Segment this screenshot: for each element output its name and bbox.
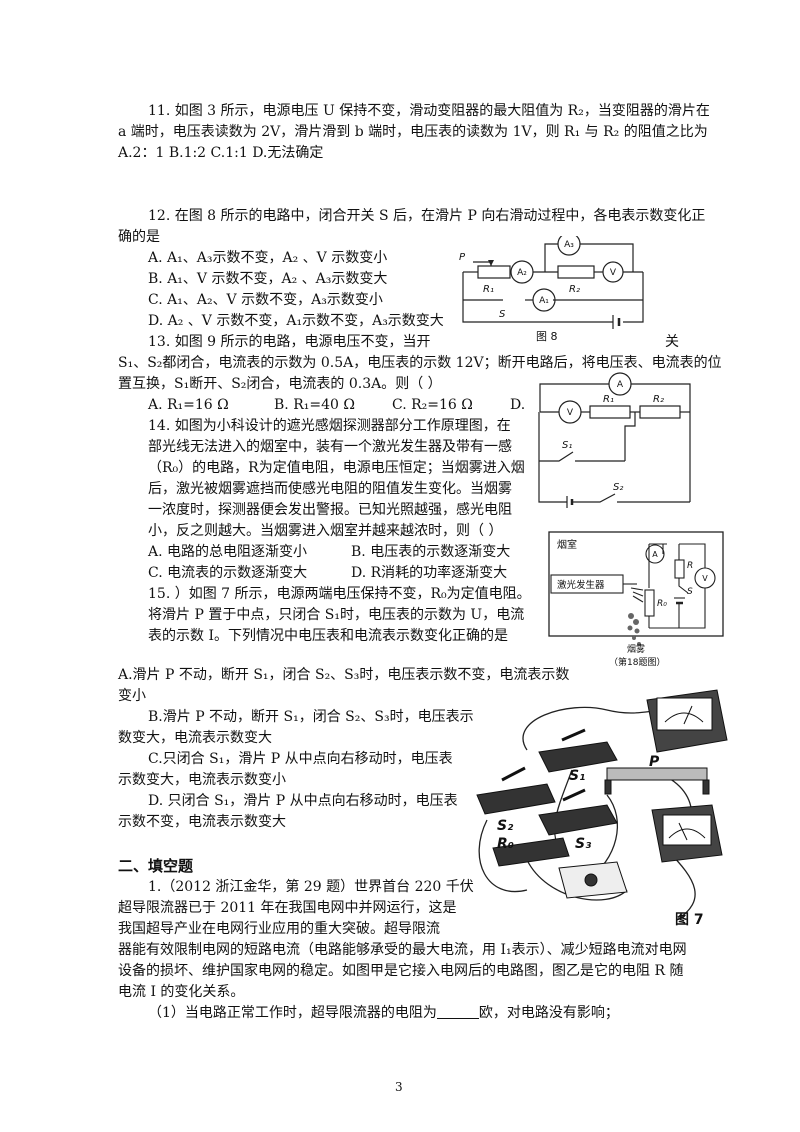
fig9-label-s2: S₂ (613, 482, 623, 493)
fill1-sub1: （1）当电路正常工作时，超导限流器的电阻为 欧，对电路没有影响； (148, 1003, 619, 1023)
q15-line1: 15. ）如图 7 所示，电源两端电压保持不变，R₀为定值电阻。 (148, 586, 531, 602)
fig7-label-p: P (649, 754, 660, 770)
figure-9-circuit: A V R₁ R₂ S₁ S₂ (525, 366, 695, 520)
q11-options: A.2：1 B.1:2 C.1:1 D.无法确定 (118, 145, 324, 161)
fig7-label-r0: R₀ (497, 836, 514, 852)
q13-line2: S₁、S₂都闭合，电流表的示数为 0.5A，电压表的示数 12V；断开电路后，将… (118, 355, 722, 371)
q14-option-b: B. 电压表的示数逐渐变大 (351, 544, 511, 560)
q12-option-c: C. A₁、A₂、V 示数不变，A₃示数变小 (148, 292, 383, 308)
q13-option-d: D. (510, 397, 526, 413)
q14-option-c: C. 电流表的示数逐渐变大 (148, 565, 308, 581)
q15-line3: 表的示数 I。下列情况中电压表和电流表示数变化正确的是 (148, 628, 508, 644)
fig8-label-p: P (459, 252, 466, 263)
q12-option-a: A. A₁、A₃示数不变，A₂ 、V 示数变小 (148, 250, 388, 266)
fill1-sub1-prefix: （1）当电路正常工作时，超导限流器的电阻为 (148, 1005, 437, 1021)
fig9-label-s1: S₁ (562, 440, 572, 451)
figure-18-smoke-detector: 烟室 激光发生器 烟雾 （第18题图） R S R₀ A V (547, 530, 727, 670)
q15-option-d-line1: D. 只闭合 S₁，滑片 P 从中点向右移动时，电压表 (148, 793, 458, 809)
fig9-meter-v: V (567, 408, 574, 418)
fig8-caption: 图 8 (536, 330, 558, 343)
q13-line1-end: 关 (665, 334, 679, 350)
q11-line2: a 端时，电压表读数为 2V，滑片滑到 b 端时，电压表的读数为 1V，则 R₁… (118, 124, 708, 140)
q12-line2: 确的是 (118, 229, 160, 245)
figure-8-circuit: P R₁ R₂ S A₂ V A₃ A₁ 图 8 (453, 236, 653, 344)
fill1-sub1-suffix: 欧，对电路没有影响； (478, 1005, 619, 1021)
q13-option-b: B. R₁=40 Ω (274, 397, 355, 413)
q13-option-c: C. R₂=16 Ω (392, 397, 473, 413)
fig9-meter-a: A (617, 380, 624, 390)
fig18-label-r: R (687, 561, 693, 571)
q15-option-b-line1: B.滑片 P 不动，断开 S₁，闭合 S₂、S₃时，电压表示 (148, 709, 474, 725)
page-number: 3 (395, 1080, 403, 1094)
q11-line1: 11. 如图 3 所示，电源电压 U 保持不变，滑动变阻器的最大阻值为 R₂，当… (148, 103, 710, 119)
q12-option-b: B. A₁、V 示数不变，A₂ 、A₃示数变大 (148, 271, 388, 287)
fig8-label-r1: R₁ (483, 284, 494, 295)
answer-blank[interactable] (436, 1004, 479, 1019)
q14-line1: 14. 如图为小科设计的遮光感烟探测器部分工作原理图，在 (148, 418, 511, 434)
q15-line2: 将滑片 P 置于中点，只闭合 S₁时，电压表的示数为 U，电流 (148, 607, 525, 623)
q14-line4: 后，激光被烟雾遮挡而使感光电阻的阻值发生变化。当烟雾 (148, 481, 512, 497)
section-title-fill-in: 二、填空题 (118, 857, 194, 875)
q15-option-d-line2: 示数不变，电流表示数变大 (118, 814, 286, 830)
q15-option-c-line1: C.只闭合 S₁，滑片 P 从中点向右移动时，电压表 (148, 751, 453, 767)
fig9-label-r2: R₂ (653, 394, 664, 405)
fig18-meter-a: A (652, 550, 658, 559)
fig7-caption: 图 7 (675, 912, 704, 928)
fig18-label-room: 烟室 (557, 538, 577, 551)
q15-option-a-line1: A.滑片 P 不动，断开 S₁，闭合 S₂、S₃时，电压表示数不变，电流表示数 (118, 667, 570, 683)
fill1-line1: 1.（2012 浙江金华，第 29 题）世界首台 220 千伏 (148, 879, 474, 895)
fig18-label-laser: 激光发生器 (557, 579, 605, 591)
fig8-meter-a2: A₂ (517, 268, 527, 278)
q13-line1: 13. 如图 9 所示的电路，电源电压不变，当开 (148, 334, 431, 350)
q13-option-a: A. R₁=16 Ω (148, 397, 229, 413)
fig18-label-smoke: 烟雾 (627, 643, 645, 655)
q15-option-c-line2: 示数变大，电流表示数变小 (118, 772, 286, 788)
fig18-label-r0: R₀ (657, 599, 667, 609)
q14-line2: 部光线无法进入的烟室中，装有一个激光发生器及带有一感 (148, 439, 512, 455)
q14-line5: 一浓度时，探测器便会发出警报。已知光照越强，感光电阻 (148, 502, 512, 518)
fig9-label-r1: R₁ (603, 394, 614, 405)
q14-line6: 小，反之则越大。当烟雾进入烟室并越来越浓时，则（ ） (148, 523, 503, 539)
fig8-meter-a3: A₃ (564, 240, 574, 250)
q14-option-a: A. 电路的总电阻逐渐变小 (148, 544, 308, 560)
fill1-line3: 我国超导产业在电网行业应用的重大突破。超导限流 (118, 921, 440, 937)
fig8-meter-a1: A₁ (539, 296, 549, 306)
fill1-line4: 器能有效限制电网的短路电流（电路能够承受的最大电流，用 I₁表示）、减少短路电流… (118, 942, 687, 958)
fig8-label-r2: R₂ (569, 284, 580, 295)
fig8-meter-v: V (610, 268, 617, 278)
fig7-label-s1: S₁ (569, 768, 585, 784)
fig7-label-s3: S₃ (575, 836, 591, 852)
fig18-caption: （第18题图） (609, 656, 665, 668)
fig8-label-s: S (499, 309, 506, 320)
figure-7-apparatus: S₁ S₂ S₃ R₀ P 图 7 (467, 680, 737, 940)
q12-line1: 12. 在图 8 所示的电路中，闭合开关 S 后，在滑片 P 向右滑动过程中，各… (148, 208, 706, 224)
fill1-line2: 超导限流器已于 2011 年在我国电网中并网运行，这是 (118, 900, 457, 916)
q14-option-d: D. R消耗的功率逐渐变大 (351, 565, 508, 581)
fig18-label-s: S (687, 587, 693, 597)
fig18-meter-v: V (702, 574, 708, 583)
fill1-line5: 设备的损坏、维护国家电网的稳定。如图甲是它接入电网后的电路图，图乙是它的电阻 R… (118, 963, 684, 979)
q13-line3: 置互换，S₁断开、S₂闭合，电流表的 0.3A。则（ ） (118, 376, 442, 392)
q15-option-b-line2: 数变大，电流表示数变大 (118, 730, 272, 746)
q12-option-d: D. A₂ 、V 示数不变，A₁示数不变，A₃示数变大 (148, 313, 444, 329)
fig7-label-s2: S₂ (497, 818, 514, 834)
q14-line3: （R₀）的电路，R为定值电阻，电源电压恒定；当烟雾进入烟 (148, 460, 525, 476)
q15-option-a-line2: 变小 (118, 688, 146, 704)
fill1-line6: 电流 I 的变化关系。 (118, 984, 245, 1000)
